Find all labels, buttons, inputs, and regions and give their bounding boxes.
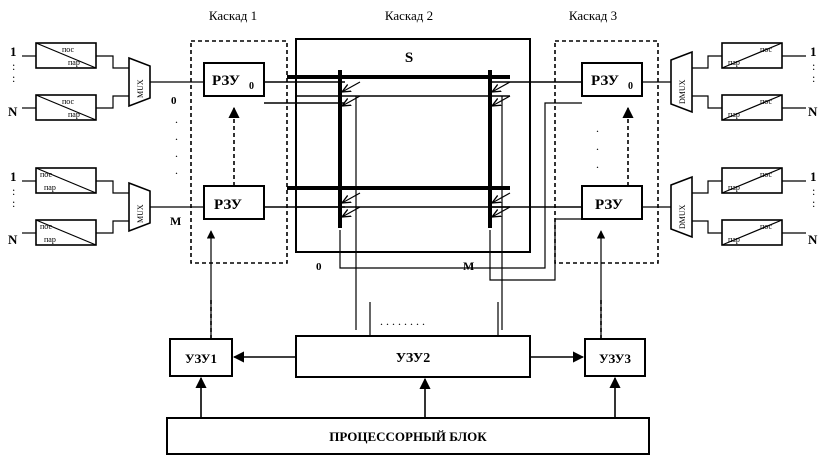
switch-index-zero: 0 [316, 261, 322, 273]
vertical-dots: . [596, 139, 599, 153]
left-port-first-top: 1 [10, 44, 17, 59]
right-port-first-bottom: 1 [810, 169, 817, 184]
left-index-zero: 0 [171, 95, 177, 107]
ram-label: РЗУ [212, 73, 240, 89]
converter-top-label: пос [760, 170, 772, 179]
port-dots: : [12, 196, 15, 210]
converter-bottom-label: пар [44, 183, 56, 192]
mux-label: MUX [136, 79, 145, 98]
port-dots: : [12, 71, 15, 85]
ram-cascade3-bottom: РЗУ [581, 185, 643, 220]
switch-index-m: M [463, 259, 474, 273]
vertical-dots: . [596, 121, 599, 135]
port-dots: : [812, 196, 815, 210]
dmux-bottom: DMUX [670, 175, 693, 239]
right-port-last-bottom: N [808, 232, 818, 247]
switch-matrix [287, 70, 511, 330]
right-converter-group-bottom: пос пар пос пар [721, 167, 783, 246]
cascade-3-label: Каскад 3 [569, 8, 617, 23]
controller-2: УЗУ2 [295, 335, 531, 378]
converter-bottom-label: пар [728, 110, 740, 119]
converter-top-label: пос [62, 45, 74, 54]
right-converter-group-top: пос пар пос пар [721, 42, 783, 121]
ram-label: РЗУ [591, 73, 619, 89]
converter-bottom-label: пар [68, 58, 80, 67]
left-converter-group-top: пос пар пос пар [35, 42, 97, 121]
left-index-m: M [170, 214, 181, 228]
controller-1: УЗУ1 [169, 338, 233, 377]
converter-top-label: пос [40, 222, 52, 231]
ram-subscript: 0 [628, 81, 633, 92]
converter-bottom-label: пар [728, 58, 740, 67]
mux-label: MUX [136, 204, 145, 223]
dmux-label: DMUX [678, 79, 687, 104]
processor-block: ПРОЦЕССОРНЫЙ БЛОК [166, 417, 650, 455]
cascade-1-label: Каскад 1 [209, 8, 257, 23]
ram-label: РЗУ [595, 197, 623, 213]
ram-subscript: 0 [249, 81, 254, 92]
left-port-last-bottom: N [8, 232, 18, 247]
converter-top-label: пос [760, 97, 772, 106]
mux-bottom: MUX [128, 181, 151, 233]
cascade-2-label: Каскад 2 [385, 8, 433, 23]
switch-label: S [405, 50, 413, 66]
cascade-1-frame [190, 40, 288, 264]
controller-3: УЗУ3 [584, 338, 646, 377]
port-dots: : [812, 184, 815, 198]
ram-label: РЗУ [214, 197, 242, 213]
vertical-dots: . [596, 157, 599, 171]
converter-top-label: пос [62, 97, 74, 106]
left-port-last-top: N [8, 104, 18, 119]
controller-1-label: УЗУ1 [185, 351, 217, 366]
ram-cascade3-top: РЗУ 0 [581, 62, 643, 97]
converter-top-label: пос [760, 45, 772, 54]
left-converter-group-bottom: пос пар пос пар [35, 167, 97, 246]
vertical-dots: . [175, 112, 178, 126]
converter-bottom-label: пар [68, 110, 80, 119]
vertical-dots: . [175, 146, 178, 160]
converter-top-label: пос [760, 222, 772, 231]
processor-label: ПРОЦЕССОРНЫЙ БЛОК [329, 429, 487, 444]
vertical-dots: . [175, 163, 178, 177]
converter-top-label: пос [40, 170, 52, 179]
dmux-label: DMUX [678, 204, 687, 229]
cascade-3-frame [554, 40, 659, 264]
vertical-dots: . [175, 129, 178, 143]
port-dots: : [812, 59, 815, 73]
ram-cascade1-top: РЗУ 0 [203, 62, 265, 97]
port-dots: : [12, 184, 15, 198]
right-port-first-top: 1 [810, 44, 817, 59]
switch-control-dots: . . . . . . . . [380, 314, 425, 328]
controller-3-label: УЗУ3 [599, 351, 631, 366]
switch-frame [295, 38, 531, 253]
ram-cascade1-bottom: РЗУ [203, 185, 265, 220]
controller-2-label: УЗУ2 [396, 351, 430, 366]
left-port-first-bottom: 1 [10, 169, 17, 184]
converter-bottom-label: пар [728, 183, 740, 192]
dmux-top: DMUX [670, 50, 693, 114]
mux-top: MUX [128, 56, 151, 108]
port-dots: : [812, 71, 815, 85]
port-dots: : [12, 59, 15, 73]
right-port-last-top: N [808, 104, 818, 119]
converter-bottom-label: пар [44, 235, 56, 244]
converter-bottom-label: пар [728, 235, 740, 244]
